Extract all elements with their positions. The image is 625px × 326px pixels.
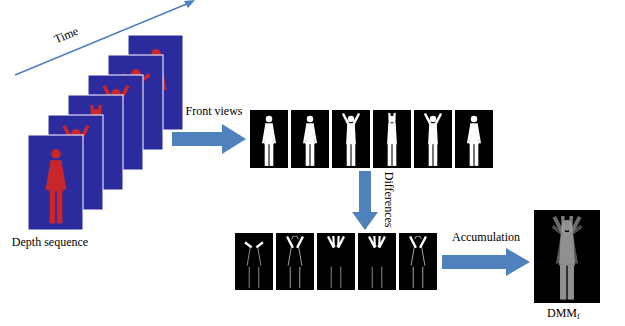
drawing-part [414, 110, 452, 168]
drawing-part [332, 110, 370, 168]
caption-label: Depth sequence [12, 236, 88, 249]
drawing-part [276, 233, 314, 290]
dmm-image [534, 210, 600, 303]
drawing-part [552, 220, 583, 299]
drawing-part [244, 241, 263, 288]
arrow-label: Front views [186, 105, 243, 118]
drawing-part [250, 110, 288, 168]
drawing-part [291, 110, 329, 168]
drawing-part [368, 236, 386, 288]
drawing-part [424, 113, 442, 166]
block-arrow [352, 171, 378, 230]
subscript-label: f [577, 313, 580, 322]
drawing-part [358, 233, 396, 290]
drawing-part [28, 135, 83, 230]
drawing-part [373, 110, 411, 168]
drawing-part [262, 116, 276, 166]
drawing-part [303, 116, 317, 166]
drawing-part [28, 135, 83, 230]
drawing-part [387, 113, 397, 166]
time-label: Time [52, 25, 80, 47]
drawing-part [317, 233, 355, 290]
difference-frames [235, 233, 437, 290]
drawing-part [534, 210, 600, 303]
drawing-part [399, 233, 437, 290]
drawing-part [409, 236, 427, 288]
drawing-part [455, 110, 493, 168]
block-arrow [172, 124, 246, 154]
arrow-label: Differences [382, 172, 395, 228]
drawing-part [327, 236, 345, 288]
drawing-part [553, 216, 582, 299]
drawing-part [286, 236, 304, 288]
drawing-part [235, 233, 273, 290]
drawing-part [342, 113, 360, 166]
block-arrow [442, 248, 530, 276]
front-view-frames [250, 110, 493, 168]
drawing-part [467, 116, 481, 166]
depth-frames [28, 35, 183, 230]
arrow-label: Accumulation [452, 231, 520, 244]
drawing-part [184, 0, 195, 8]
drawing-part [46, 149, 67, 223]
image-label: DMM [547, 307, 577, 320]
